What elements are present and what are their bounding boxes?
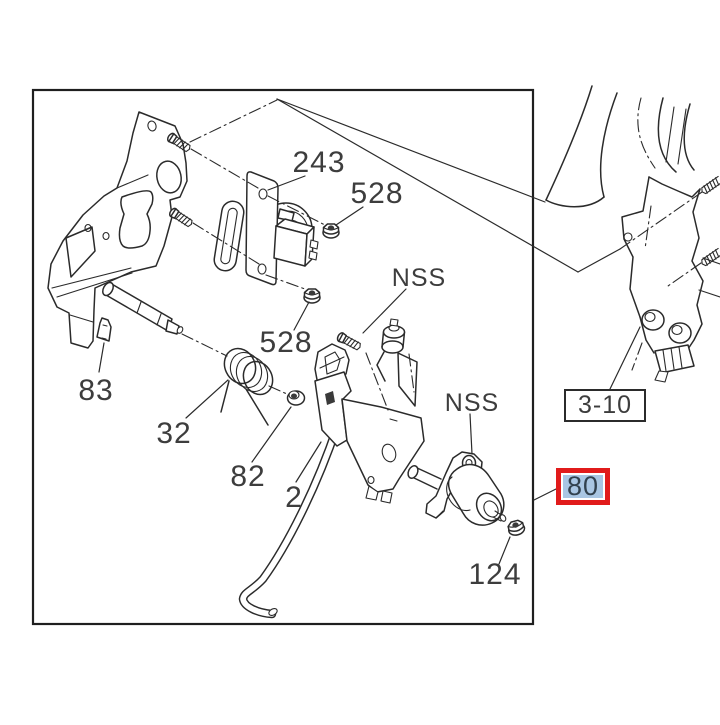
callout-83[interactable]: 83 xyxy=(78,374,113,407)
highlighted-callout-80[interactable]: 80 xyxy=(556,468,610,505)
gasket-seal xyxy=(213,200,245,272)
detail-view-frame xyxy=(31,88,535,626)
callout-32[interactable]: 32 xyxy=(156,417,191,450)
mounting-screw-icon xyxy=(167,206,195,229)
callout-2[interactable]: 2 xyxy=(285,481,303,514)
engine-bolt-icon xyxy=(701,175,720,195)
callout-243[interactable]: 243 xyxy=(292,146,345,179)
highlighted-callout-label: 80 xyxy=(567,471,599,501)
idle-actuator-motor xyxy=(407,451,507,526)
section-reference-box[interactable]: 3-10 xyxy=(564,389,646,422)
flange-nut-icon xyxy=(303,288,321,304)
callout-82[interactable]: 82 xyxy=(230,460,265,493)
callout-nss-upper: NSS xyxy=(392,264,446,292)
engine-bolt-icon xyxy=(701,247,720,267)
return-spring xyxy=(220,347,274,426)
pedal-mounting-bracket xyxy=(47,111,188,349)
grommet-bushing xyxy=(286,390,306,406)
lock-nut-icon xyxy=(505,518,527,538)
callout-528-upper[interactable]: 528 xyxy=(350,177,403,210)
callout-124[interactable]: 124 xyxy=(468,558,521,591)
flange-nut-icon xyxy=(322,223,340,239)
pivot-shaft xyxy=(102,281,228,357)
pedal-rod xyxy=(238,422,342,619)
section-reference-label: 3-10 xyxy=(578,391,632,419)
retainer-clip xyxy=(96,317,112,342)
engine-fragment xyxy=(545,85,720,383)
leader-lines xyxy=(98,175,641,565)
throttle-sensor-243 xyxy=(245,171,319,286)
callout-528-lower[interactable]: 528 xyxy=(259,326,312,359)
callout-nss-lower: NSS xyxy=(445,389,499,417)
pedal-lever-assembly xyxy=(314,318,425,504)
